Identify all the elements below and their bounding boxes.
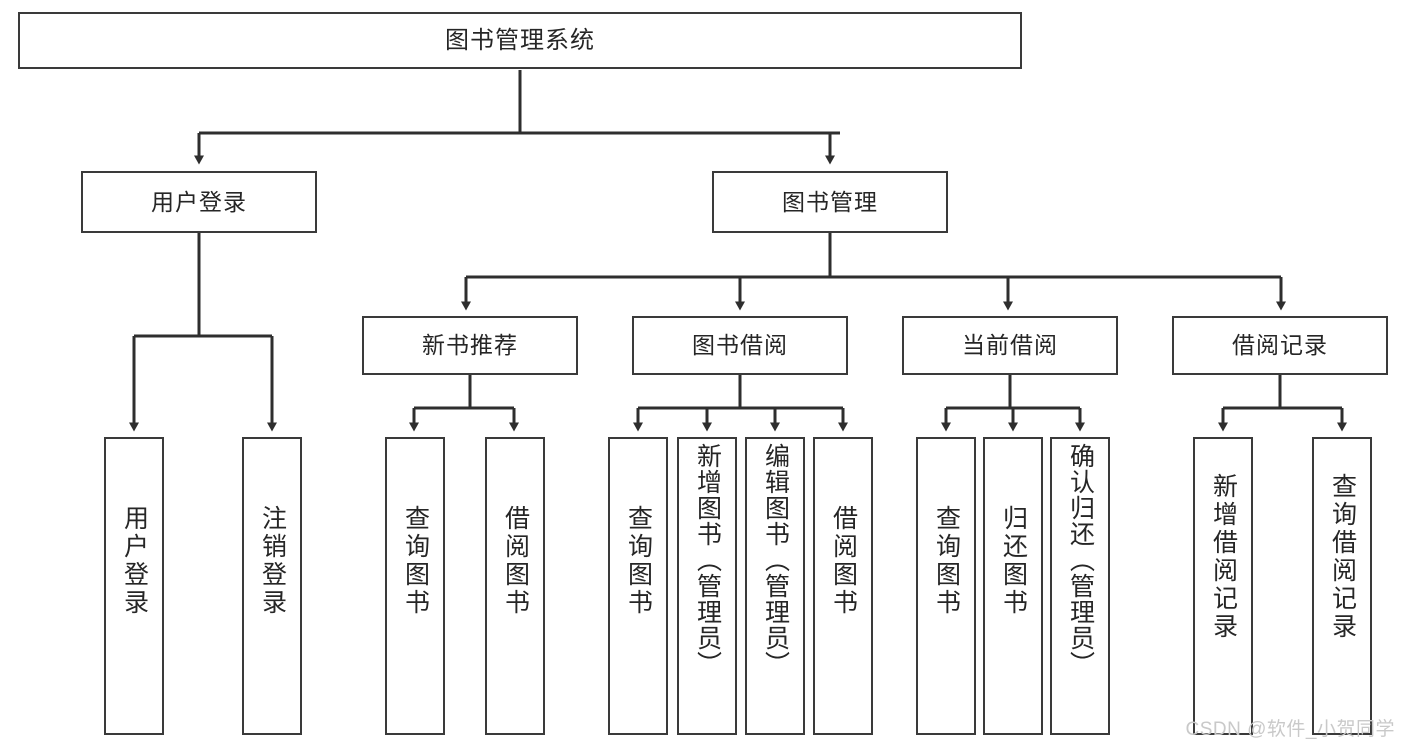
node-root[interactable]: 图书管理系统 — [18, 12, 1022, 69]
node-new-book-recommend-label: 新书推荐 — [422, 332, 518, 359]
node-user-login-label: 用户登录 — [151, 188, 247, 215]
leaf-return-book[interactable]: 归还图书 — [983, 437, 1043, 735]
node-new-book-recommend[interactable]: 新书推荐 — [362, 316, 578, 375]
leaf-add-book-label: 新增图书（管理员） — [693, 443, 722, 677]
watermark: CSDN @软件_小贺同学 — [1185, 719, 1395, 740]
leaf-query-book-2[interactable]: 查询图书 — [608, 437, 668, 735]
node-current-borrow[interactable]: 当前借阅 — [902, 316, 1118, 375]
leaf-add-book[interactable]: 新增图书（管理员） — [677, 437, 737, 735]
leaf-borrow-book-1-label: 借阅图书 — [501, 505, 530, 617]
leaf-edit-book[interactable]: 编辑图书（管理员） — [745, 437, 805, 735]
leaf-confirm-return-label: 确认归还（管理员） — [1066, 443, 1095, 677]
leaf-edit-book-label: 编辑图书（管理员） — [761, 443, 790, 677]
leaf-confirm-return[interactable]: 确认归还（管理员） — [1050, 437, 1110, 735]
node-borrow-record[interactable]: 借阅记录 — [1172, 316, 1388, 375]
leaf-user-logout[interactable]: 注销登录 — [242, 437, 302, 735]
leaf-user-login-label: 用户登录 — [120, 505, 149, 617]
leaf-query-book-1[interactable]: 查询图书 — [385, 437, 445, 735]
leaf-return-book-label: 归还图书 — [999, 505, 1028, 617]
node-borrow-record-label: 借阅记录 — [1232, 332, 1328, 359]
leaf-borrow-book-2[interactable]: 借阅图书 — [813, 437, 873, 735]
node-book-manage-label: 图书管理 — [782, 188, 878, 215]
leaf-query-record-label: 查询借阅记录 — [1328, 473, 1357, 641]
leaf-query-book-3-label: 查询图书 — [932, 505, 961, 617]
node-root-label: 图书管理系统 — [445, 26, 595, 54]
node-book-borrow[interactable]: 图书借阅 — [632, 316, 848, 375]
node-user-login[interactable]: 用户登录 — [81, 171, 317, 233]
leaf-borrow-book-1[interactable]: 借阅图书 — [485, 437, 545, 735]
leaf-borrow-book-2-label: 借阅图书 — [829, 505, 858, 617]
node-book-borrow-label: 图书借阅 — [692, 332, 788, 359]
leaf-add-record[interactable]: 新增借阅记录 — [1193, 437, 1253, 735]
leaf-query-book-3[interactable]: 查询图书 — [916, 437, 976, 735]
node-book-manage[interactable]: 图书管理 — [712, 171, 948, 233]
leaf-query-record[interactable]: 查询借阅记录 — [1312, 437, 1372, 735]
node-current-borrow-label: 当前借阅 — [962, 332, 1058, 359]
leaf-query-book-2-label: 查询图书 — [624, 505, 653, 617]
leaf-user-logout-label: 注销登录 — [258, 505, 287, 617]
leaf-query-book-1-label: 查询图书 — [401, 505, 430, 617]
leaf-add-record-label: 新增借阅记录 — [1209, 473, 1238, 641]
leaf-user-login[interactable]: 用户登录 — [104, 437, 164, 735]
